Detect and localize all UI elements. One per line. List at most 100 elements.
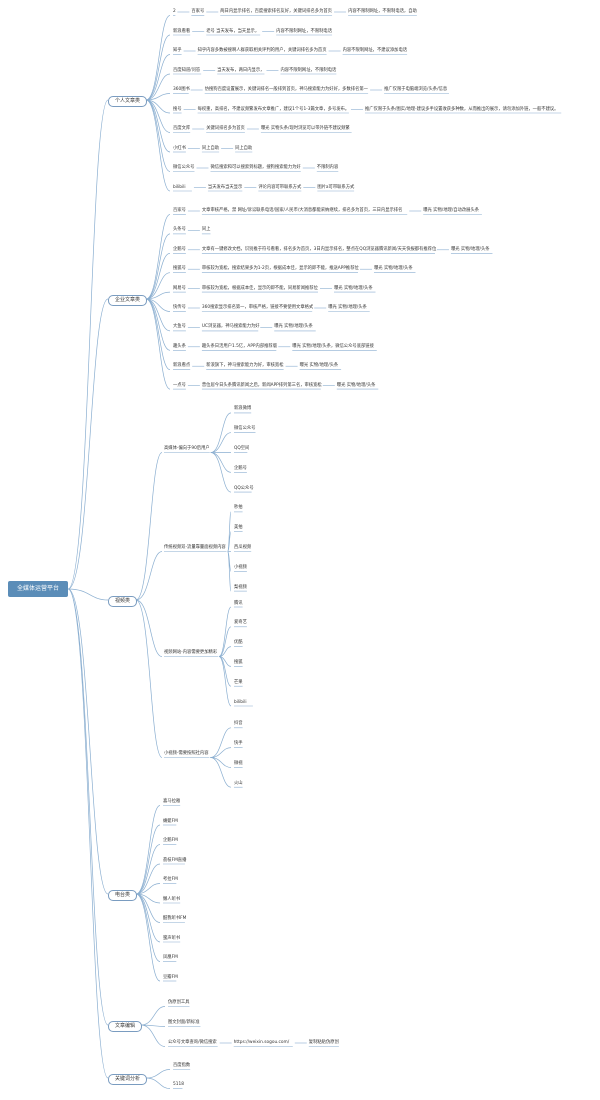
video-item-1-3[interactable]: 小视频 [234, 564, 247, 570]
child-0-1-detail[interactable]: 内容不限制网址，不限制电话 [276, 28, 333, 34]
child-0-9-detail[interactable]: 当天发布当天显示 [207, 184, 243, 190]
child-0-0-detail[interactable]: 两日内显示排名，百度搜索排名友好，关键词排名多为首页 [220, 9, 332, 14]
child-0-2-detail[interactable]: 内容不限制网址，不建议添加电话 [342, 48, 408, 53]
child-1-7-detail[interactable]: 趣头条日活用户1.5亿，APP内部推荐版 [201, 343, 278, 349]
child-0-0-detail[interactable]: 百家号 [191, 9, 205, 14]
video-item-0-0[interactable]: 新浪微博 [234, 406, 252, 412]
edit-item-1[interactable]: 图文封面/新标准 [168, 1020, 200, 1025]
video-item-1-0[interactable]: 秒拍 [234, 505, 243, 511]
child-1-7-detail[interactable]: 曝光 实物/地理/头条，微信公众号底部链接 [292, 343, 374, 349]
child-0-6-detail[interactable]: 关键词排名多为首页 [206, 126, 245, 131]
child-0-4[interactable]: 360图书 [173, 87, 190, 92]
video-item-2-1[interactable]: 爱奇艺 [234, 620, 247, 626]
video-item-2-3[interactable]: 搜狐 [234, 659, 243, 665]
child-1-6[interactable]: 大鱼号 [173, 324, 186, 330]
video-item-2-2[interactable]: 优酷 [234, 640, 243, 646]
child-0-9[interactable]: bilibili [173, 184, 186, 190]
child-1-1-detail[interactable]: 同上 [201, 227, 211, 233]
branch-5[interactable]: 关键词分析 [108, 1073, 147, 1085]
branch-3[interactable]: 电台类 [108, 889, 137, 901]
child-1-5-detail[interactable]: 曝光 实物/地理/头条 [328, 305, 367, 310]
radio-item-2[interactable]: 企鹅FM [163, 838, 178, 843]
radio-item-8[interactable]: 凤凰FM [163, 955, 178, 960]
radio-item-3[interactable]: 荔枝FM直播 [163, 857, 187, 863]
video-item-1-1[interactable]: 美拍 [234, 525, 243, 531]
child-0-0[interactable]: 2 [173, 9, 176, 14]
child-0-9-detail[interactable]: 图片a可带联系方式 [317, 184, 355, 190]
keyword-item-0[interactable]: 百度指数 [173, 1063, 191, 1068]
video-item-0-4[interactable]: QQ公众号 [234, 485, 254, 491]
child-1-3-detail[interactable]: 审核较为宽松，搜索结果多为1-2页，根据成本佳，显示的即不能，推送APP推荐位 [201, 266, 359, 272]
video-item-0-3[interactable]: 企鹅号 [234, 465, 247, 471]
branch-2[interactable]: 视频类 [108, 595, 137, 607]
child-1-4[interactable]: 网易号 [173, 285, 186, 291]
video-group-1[interactable]: 传统视频双-流量靠量面视频内容 [164, 545, 226, 550]
child-0-5[interactable]: 搜号 [173, 106, 182, 112]
root-node[interactable]: 全媒体运营平台 [8, 581, 68, 597]
radio-item-1[interactable]: 蜻蜓FM [163, 818, 178, 824]
child-1-5-detail[interactable]: 360搜索显示排名第一，审核严格，链接不要使用文章格式 [201, 305, 314, 310]
child-1-0-detail[interactable]: 曝光 实物/地理/自动改展头条 [423, 208, 480, 213]
video-item-3-3[interactable]: 火山 [234, 780, 243, 786]
child-0-7[interactable]: 小红书 [173, 145, 186, 151]
child-1-3-detail[interactable]: 曝光 实物/地理/头条 [373, 266, 413, 272]
child-1-1[interactable]: 头条号 [173, 227, 186, 233]
child-0-7-detail[interactable]: 同上自助 [201, 145, 220, 151]
video-group-3[interactable]: 小视频-需要按照社内容 [164, 751, 209, 756]
child-0-1[interactable]: 新浪看看 [173, 28, 191, 34]
child-0-3-detail[interactable]: 内容不限制网址，不限制电话 [280, 67, 337, 73]
child-0-4-detail[interactable]: 仿搜狗百度设置展示，关键词排名一般排到首页，神马搜索能力为好好，多数排名第一 [204, 87, 368, 92]
branch-1[interactable]: 企业文章类 [108, 294, 147, 306]
child-0-6-detail[interactable]: 曝光 实物头条/现时浏览可以带外链不建议频繁 [260, 126, 350, 131]
child-0-2-detail[interactable]: 知乎内容多数被搜啊人群获取相关评判的用户，关键词排名多为首页 [197, 48, 327, 53]
video-group-2[interactable]: 视频网站-内容需要更加精彩 [164, 650, 218, 655]
edit-item-2[interactable]: 公众号文章查询/微信搜索 [168, 1040, 217, 1045]
child-0-6[interactable]: 百度文库 [173, 126, 191, 131]
child-1-9[interactable]: 一点号 [173, 382, 186, 388]
child-0-8-detail[interactable]: 微信搜索和可以搜索到标题，搜狗搜索能力为好 [210, 165, 301, 170]
child-1-0-detail[interactable]: 文章审核严格，禁 网址/诉讼联系电话/国家/人民币/大消息都能采纳继续，排名多为… [201, 208, 403, 213]
video-item-2-4[interactable]: 芒果 [234, 679, 243, 685]
edit-item-2-detail[interactable]: https://weixin.sogou.com/ [233, 1040, 290, 1045]
child-1-8[interactable]: 新浪看点 [173, 363, 191, 369]
edit-item-2-detail[interactable]: 复制粘贴伪原创 [308, 1040, 339, 1045]
child-1-6-detail[interactable]: 曝光 实物/地理/头条 [274, 324, 313, 330]
child-0-3[interactable]: 百度知道/问答 [173, 67, 201, 73]
child-0-4-detail[interactable]: 推广仅限于电脑端浏览/头条/信息 [384, 87, 448, 92]
child-1-2[interactable]: 企鹅号 [173, 246, 186, 252]
radio-item-6[interactable]: 酷我听书FM [163, 916, 187, 921]
child-1-4-detail[interactable]: 审核较为宽松，根据成本佳，显示的即不能，同易新闻推荐位 [201, 285, 318, 291]
video-item-3-0[interactable]: 抖音 [234, 721, 243, 727]
video-item-2-5[interactable]: bilibili [234, 699, 247, 705]
child-1-7[interactable]: 趣头条 [173, 343, 186, 349]
child-1-2-detail[interactable]: 文章有一键修改文档，识别推于符号看看，排名多为首页，3日内显示排名，整点在QQ浏… [201, 246, 437, 252]
child-0-8[interactable]: 微信公众号 [173, 165, 195, 170]
child-1-3[interactable]: 搜狐号 [173, 266, 186, 272]
child-0-0-detail[interactable]: 内容不限制网址，不限制电话，自助 [348, 9, 417, 14]
edit-item-0[interactable]: 伪原创工具 [168, 1000, 190, 1005]
child-1-4-detail[interactable]: 曝光 实物/地理/头条 [334, 285, 373, 291]
child-1-0[interactable]: 百家号 [173, 208, 186, 213]
child-0-3-detail[interactable]: 当天发布，两日内显示， [217, 67, 265, 73]
child-1-5[interactable]: 快传号 [173, 305, 186, 310]
video-item-1-4[interactable]: 梨视频 [234, 584, 247, 590]
child-0-9-detail[interactable]: 评论内容可带联系方式 [258, 184, 302, 190]
child-0-5-detail[interactable]: 推广仅限于头条/图实/地理-建议多手设置收获多种数，从而推出的展示，请勿添加外链… [364, 106, 559, 112]
video-item-0-2[interactable]: QQ空间 [234, 446, 250, 451]
radio-item-4[interactable]: 考拉FM [163, 877, 178, 882]
keyword-item-1[interactable]: 5118 [173, 1082, 184, 1087]
child-1-2-detail[interactable]: 曝光 实物/地理/头条 [450, 246, 490, 252]
child-1-9-detail[interactable]: 曾位居今日头条腾讯新闻之后，新闻APP排列第三名，审核宽松 [201, 382, 322, 388]
video-item-3-2[interactable]: 微视 [234, 760, 243, 766]
child-0-7-detail[interactable]: 同上自助 [235, 145, 253, 151]
child-0-2[interactable]: 知乎 [173, 48, 182, 53]
child-0-5-detail[interactable]: 每权重，高排名，不建议频繁发布文章推广，建议1个号1-3篇文章，多号发布。 [197, 106, 350, 112]
video-item-1-2[interactable]: 西瓜视频 [234, 545, 252, 550]
child-0-8-detail[interactable]: 不限制内容 [316, 165, 339, 170]
child-1-8-detail[interactable]: 曝光 实物/地理/头条 [299, 363, 339, 369]
radio-item-5[interactable]: 懒人听书 [163, 896, 181, 902]
video-item-2-0[interactable]: 腾讯 [234, 600, 243, 606]
video-group-0[interactable]: 高媒体-偏向于90后用户 [164, 446, 210, 451]
radio-item-7[interactable]: 蜜声听书 [163, 935, 181, 941]
child-1-9-detail[interactable]: 曝光 实物/地理/头条 [336, 382, 376, 388]
